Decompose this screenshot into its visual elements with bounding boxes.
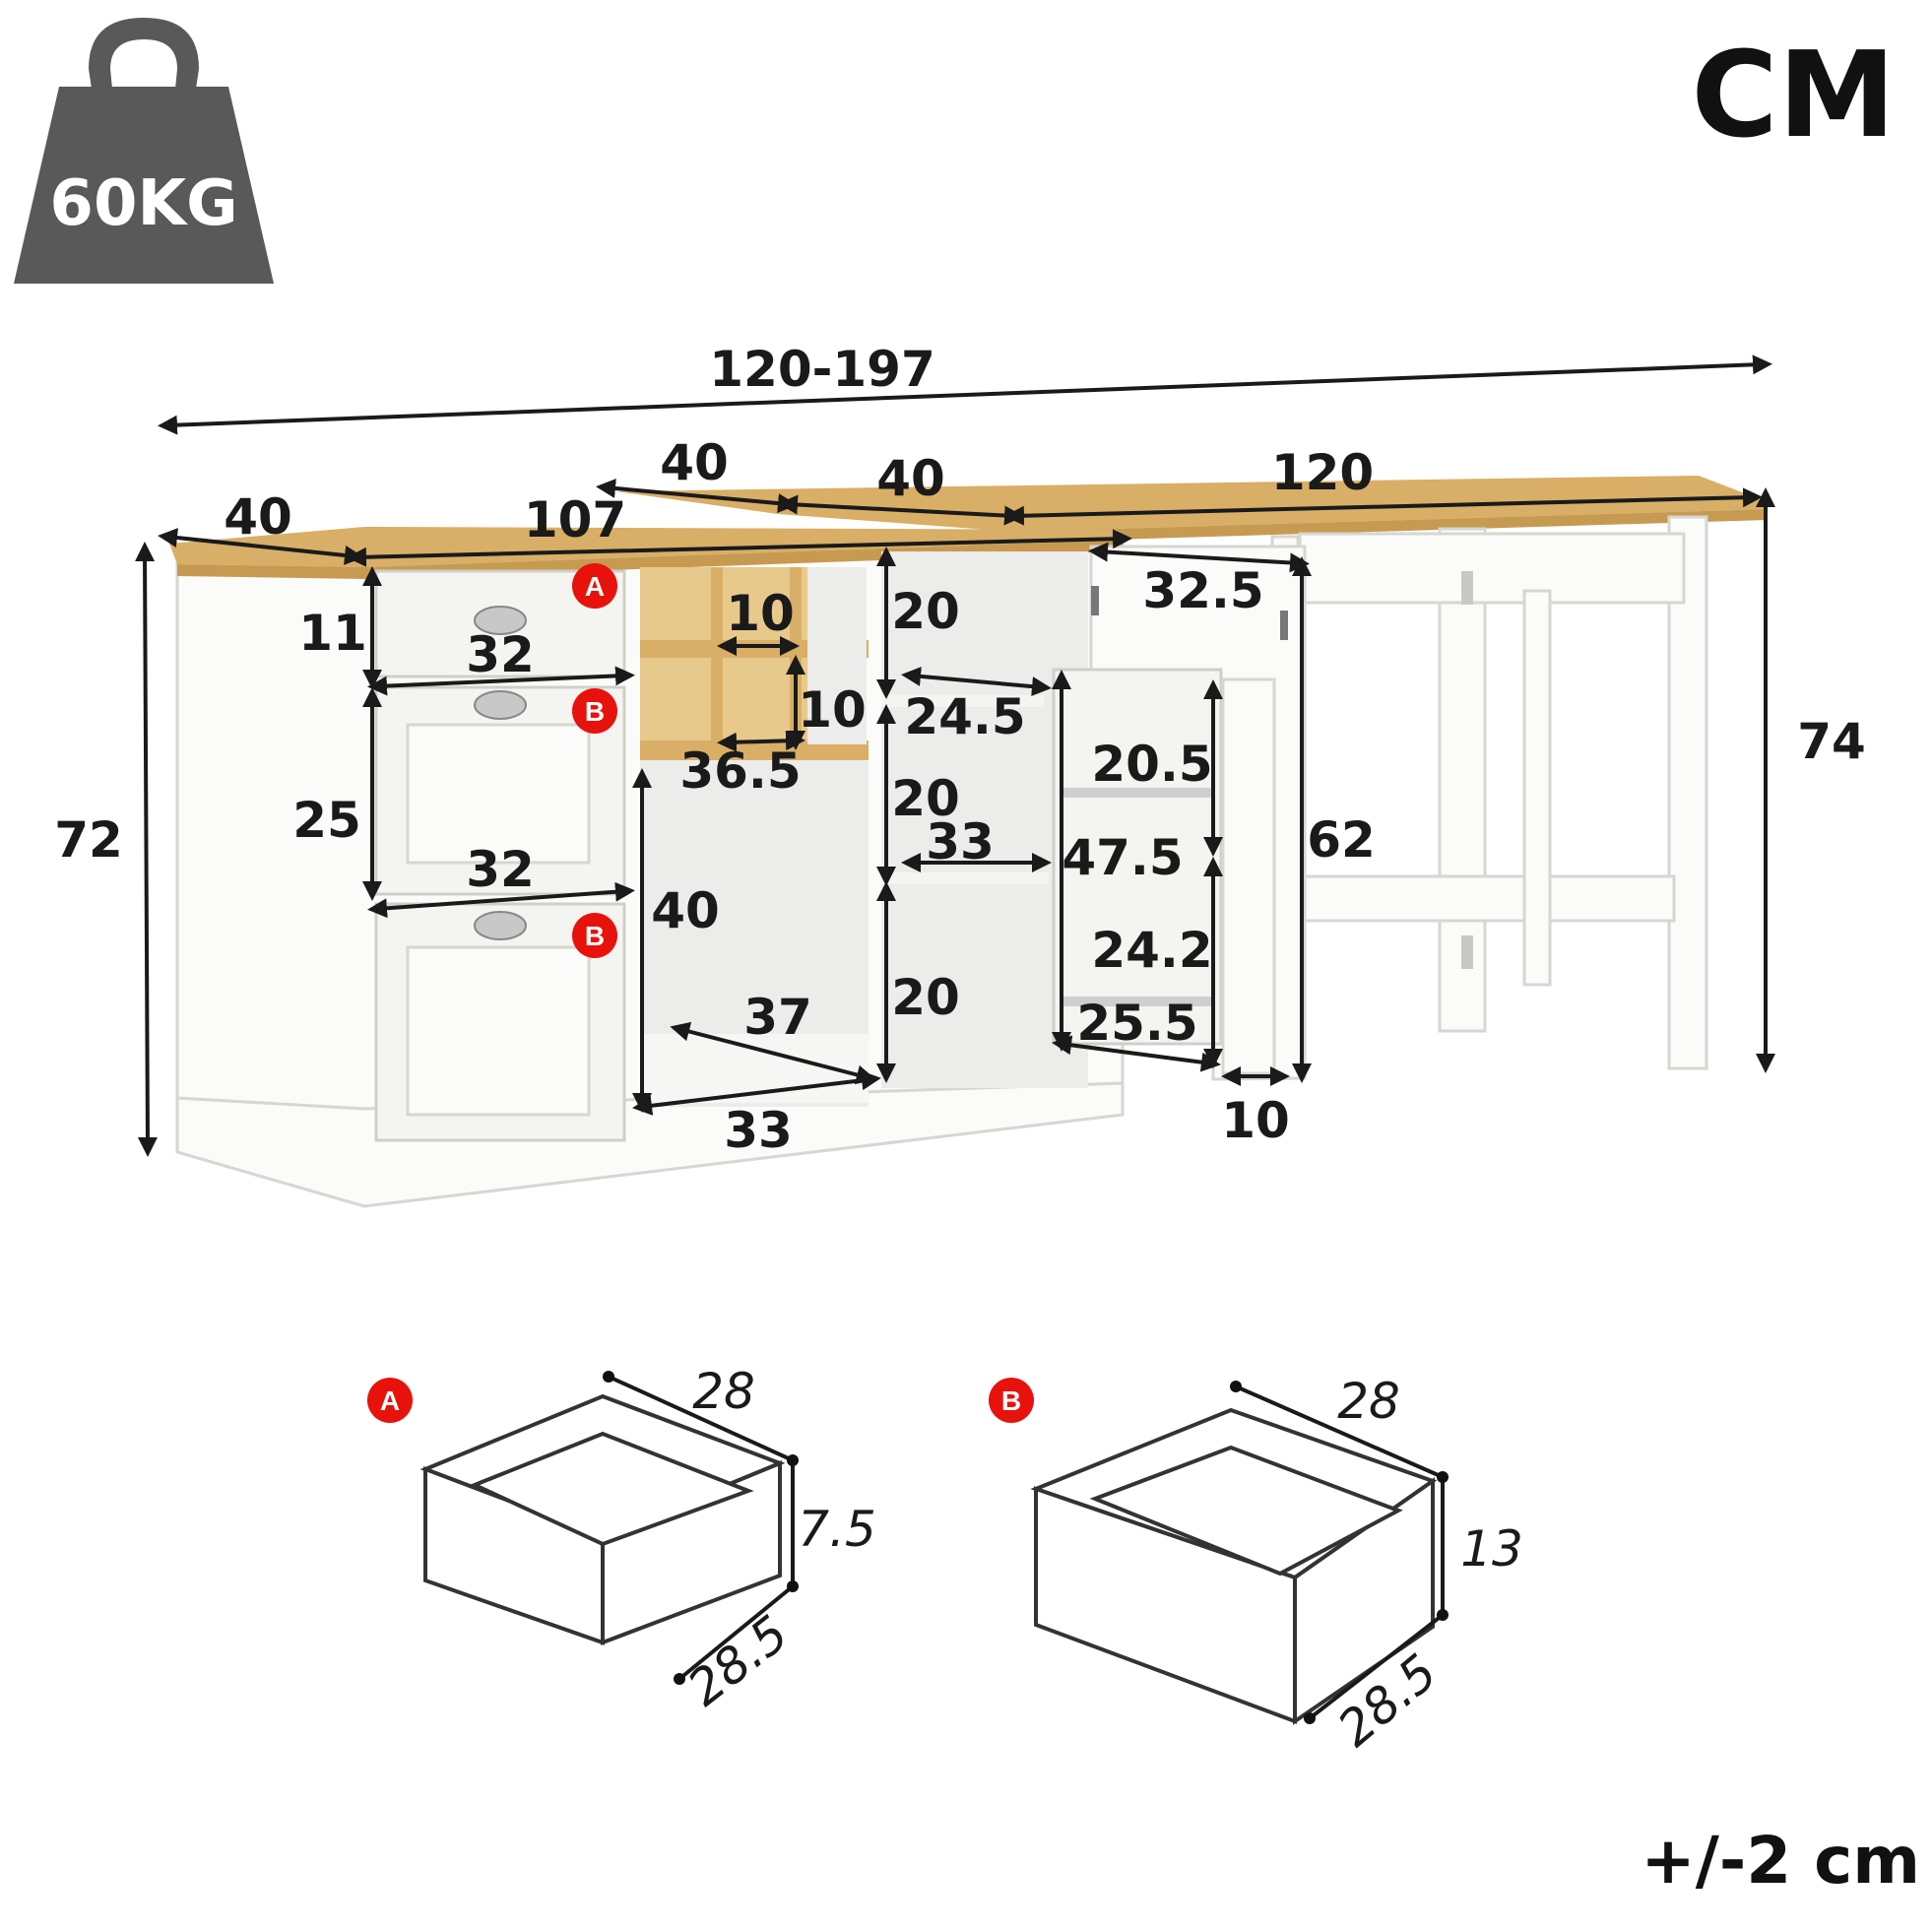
badge-b-cabinet-lower: B xyxy=(572,913,617,958)
door-width-label: 32.5 xyxy=(1142,562,1263,619)
table-height-label: 74 xyxy=(1797,713,1866,770)
shelf-gap-mid-label: 20 xyxy=(891,770,960,827)
door-shelf-gap-bottom-label: 24.2 xyxy=(1091,922,1212,979)
drawer-a-depth-label: 28.5 xyxy=(677,1604,799,1716)
table-length-label: 120 xyxy=(1271,444,1374,501)
drawer-a-badge xyxy=(367,1378,413,1423)
svg-text:B: B xyxy=(585,696,605,727)
tolerance-note: +/-2 cm xyxy=(1641,1823,1920,1899)
top-depth-left-label: 40 xyxy=(224,488,292,546)
shelf-gap-bottom-label: 20 xyxy=(891,969,960,1026)
door-shelf-width-label: 25.5 xyxy=(1076,995,1197,1052)
drawer-b-height-label: 13 xyxy=(1460,1520,1523,1578)
dimension-labels: 120-197 40 107 40 40 120 72 74 11 32 25 … xyxy=(54,341,1866,1159)
unit-label: CM xyxy=(1692,28,1896,164)
drawer-a-height-label: 11 xyxy=(298,605,367,662)
svg-text:B: B xyxy=(585,921,605,951)
door-shelf-gap-top-label: 20.5 xyxy=(1091,736,1212,793)
drawer-b-diagram: B 28 13 28.5 xyxy=(989,1373,1523,1758)
badge-b-cabinet-upper: B xyxy=(572,688,617,734)
weight-icon: 60KG xyxy=(14,18,274,284)
drawer-b-width-label: 32 xyxy=(466,841,535,898)
dimension-lines xyxy=(135,354,1775,1157)
shelf-width-top-label: 24.5 xyxy=(904,688,1025,745)
shelf-gap-top-label: 20 xyxy=(891,583,960,640)
top-depth-mid-label: 40 xyxy=(660,434,729,491)
drawer-b-badge xyxy=(989,1378,1034,1423)
cube-width-label: 10 xyxy=(726,585,795,642)
door-inner-height-label: 47.5 xyxy=(1062,829,1183,886)
drawer-b-width-label: 28 xyxy=(1337,1373,1400,1430)
shelf-width-mid-label: 33 xyxy=(926,813,995,870)
overall-length-label: 120-197 xyxy=(709,341,935,398)
open-width-label: 33 xyxy=(724,1102,793,1159)
drawer-a-height-label: 7.5 xyxy=(798,1501,876,1558)
door-height-label: 62 xyxy=(1307,811,1376,869)
drawer-a-diagram: A 28 7.5 28.5 xyxy=(367,1363,876,1717)
svg-text:B: B xyxy=(1001,1385,1021,1416)
open-height-label: 40 xyxy=(651,882,720,939)
cube-height-label: 10 xyxy=(798,681,867,739)
open-depth-label: 37 xyxy=(743,989,812,1046)
weight-label: 60KG xyxy=(49,167,237,240)
cabinet-length-label: 107 xyxy=(524,491,626,548)
svg-text:A: A xyxy=(585,571,605,602)
drawer-a-width-label: 32 xyxy=(466,626,535,683)
svg-text:A: A xyxy=(380,1385,400,1416)
door-depth-label: 10 xyxy=(1221,1092,1290,1149)
drawer-a-width-label: 28 xyxy=(692,1363,755,1420)
badge-a-cabinet: A xyxy=(572,563,617,609)
top-depth-right-label: 40 xyxy=(876,450,945,507)
cubby-width-label: 36.5 xyxy=(679,742,801,800)
total-height-label: 72 xyxy=(54,811,123,869)
drawer-b-height-label: 25 xyxy=(292,792,361,849)
